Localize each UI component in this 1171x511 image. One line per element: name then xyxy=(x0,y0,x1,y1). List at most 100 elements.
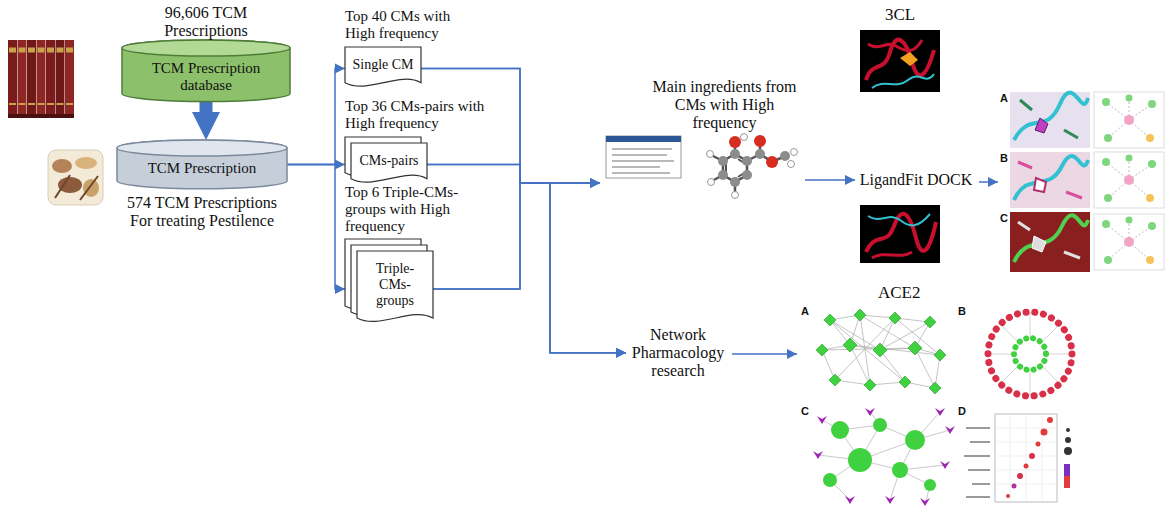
books-illustration xyxy=(9,103,73,105)
molecule-illustration xyxy=(730,149,740,159)
document-shape: Triple-CMs-groups xyxy=(357,251,433,326)
network-graph-b xyxy=(988,312,1072,396)
panel-letter: B xyxy=(958,305,966,317)
connector-arrow xyxy=(805,179,855,181)
enrichment-dot-plot xyxy=(1064,464,1070,488)
document-stack: Top 36 CMs-pairs with High frequencyCMs-… xyxy=(345,98,510,186)
protein-structure xyxy=(866,214,936,252)
text-slot: Top 6 Triple-CMs-groups with High freque… xyxy=(345,184,510,234)
docking-results xyxy=(1032,236,1046,252)
enrichment-dot-plot xyxy=(1064,476,1070,488)
network-graph-c xyxy=(813,408,955,506)
text-slot: LigandFit DOCK xyxy=(855,171,977,189)
docking-results xyxy=(1014,156,1088,200)
herbs-illustration xyxy=(52,159,72,173)
molecule-illustration xyxy=(707,134,798,199)
network-graph-c xyxy=(813,408,955,506)
molecule-illustration xyxy=(788,161,795,168)
step-label: Main ingredients from CMs with High freq… xyxy=(652,78,797,132)
herbs-illustration xyxy=(48,150,103,205)
enrichment-dot-plot xyxy=(995,414,1057,502)
molecule-illustration xyxy=(711,142,785,193)
webpage-thumbnail xyxy=(606,136,681,178)
network-graph-a xyxy=(816,309,946,394)
docking-results xyxy=(1010,92,1164,272)
molecule-illustration xyxy=(755,149,765,159)
network-graph-c xyxy=(905,430,925,450)
protein-structure xyxy=(860,205,940,263)
connector-arrow xyxy=(287,68,345,164)
enrichment-dot-plot xyxy=(995,414,1057,502)
molecule-illustration xyxy=(726,159,744,177)
connector-group xyxy=(206,68,855,352)
molecule-illustration xyxy=(780,151,790,161)
molecule-illustration xyxy=(766,156,778,168)
text-slot: Network Pharmacology research xyxy=(626,326,730,380)
network-graph-b xyxy=(988,312,1072,396)
enrichment-dot-plot xyxy=(1036,442,1041,447)
molecule-illustration xyxy=(732,192,739,199)
enrichment-dot-plot xyxy=(1064,447,1072,455)
enrichment-dot-plot xyxy=(1024,464,1029,469)
document-page xyxy=(345,47,421,86)
document-stack: Top 6 Triple-CMs-groups with High freque… xyxy=(345,184,510,326)
molecule-illustration xyxy=(708,179,715,186)
molecule-illustration xyxy=(718,170,728,180)
enrichment-dot-plot xyxy=(1006,494,1010,498)
network-graph-c xyxy=(823,473,837,487)
enrichment-dot-plot xyxy=(1047,417,1053,423)
panel-letter: A xyxy=(801,305,809,317)
document-shape: Single CM xyxy=(345,47,421,91)
docking-results xyxy=(1094,92,1164,148)
step-label: Network Pharmacology research xyxy=(626,326,730,380)
shape-label: CMs-pairs xyxy=(357,153,421,169)
network-graph-c xyxy=(848,448,872,472)
books-illustration xyxy=(8,114,74,118)
docking-results xyxy=(1034,178,1046,192)
structure-label: 3CL xyxy=(885,6,915,25)
text-slot: Top 40 CMs with High frequency xyxy=(345,8,510,42)
docking-results xyxy=(1010,212,1090,272)
panel-letter: D xyxy=(958,405,966,417)
shape-label: Triple-CMs-groups xyxy=(363,261,427,308)
panel-letter: B xyxy=(1000,152,1008,164)
cylinder-top xyxy=(117,140,287,156)
structure-label: ACE2 xyxy=(878,284,921,303)
text-slot: Main ingredients from CMs with High freq… xyxy=(600,78,805,132)
document-shape: CMs-pairs xyxy=(351,143,427,187)
heading-label: 574 TCM Prescriptions For treating Pesti… xyxy=(117,194,287,230)
block-arrow xyxy=(200,101,213,112)
enrichment-dot-plot xyxy=(964,414,1072,502)
protein-structure xyxy=(860,30,940,92)
heading-label: Top 40 CMs with High frequency xyxy=(345,8,475,42)
shape-label: TCM Prescription database xyxy=(132,60,280,94)
connector-arrow xyxy=(287,164,345,289)
document-stack: Top 40 CMs with High frequencySingle CM xyxy=(345,8,510,90)
molecule-illustration xyxy=(791,149,798,156)
molecule-illustration xyxy=(741,134,748,141)
document-page xyxy=(357,251,433,321)
protein-structure xyxy=(868,214,930,225)
network-graph-b xyxy=(988,312,1072,396)
cylinder-shape: TCM Prescription xyxy=(117,140,287,189)
protein-structure xyxy=(900,52,918,66)
text-slot: Top 36 CMs-pairs with High frequency xyxy=(345,98,510,132)
shape-label: Single CM xyxy=(351,57,415,73)
layout-arrow xyxy=(732,353,797,355)
books-illustration xyxy=(9,48,73,53)
docking-results xyxy=(1014,93,1088,140)
network-graph-c xyxy=(818,412,950,505)
protein-structure xyxy=(866,40,934,80)
protein-structure xyxy=(868,40,922,51)
docking-results xyxy=(1018,222,1080,258)
cylinder-top xyxy=(122,40,290,56)
layout-arrow xyxy=(979,181,998,183)
docking-results xyxy=(1014,215,1088,262)
enrichment-dot-plot xyxy=(1066,428,1070,432)
network-graph-b xyxy=(1014,338,1046,370)
panel-letter: A xyxy=(1000,92,1008,104)
herbs-illustration xyxy=(58,177,82,193)
protein-structure xyxy=(872,74,934,88)
protein-structure xyxy=(872,252,912,258)
panel-letter: C xyxy=(1000,212,1008,224)
